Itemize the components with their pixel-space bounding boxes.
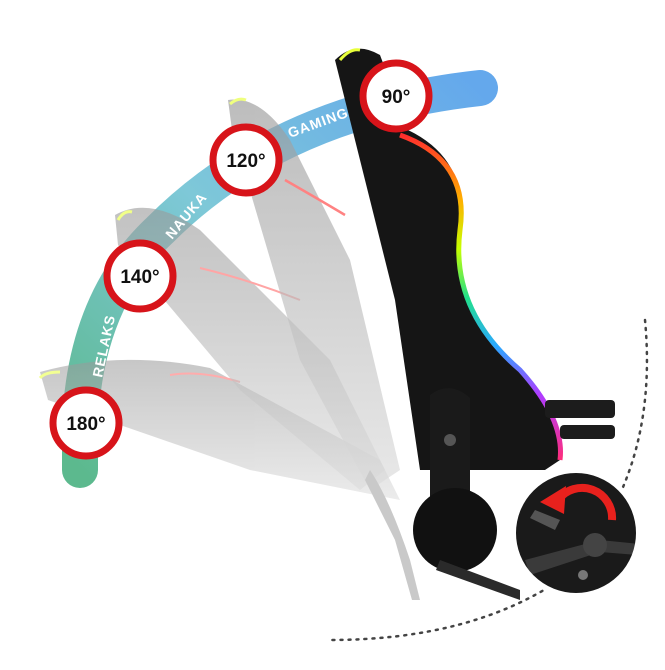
rotate-arrow-head — [540, 486, 566, 514]
chair-mechanism — [365, 388, 520, 600]
angle-badge-140: 140° — [103, 239, 177, 313]
svg-text:120°: 120° — [226, 151, 265, 172]
svg-text:180°: 180° — [66, 414, 105, 435]
svg-text:140°: 140° — [120, 267, 159, 288]
angle-badge-180: 180° — [49, 386, 123, 460]
angle-badge-90: 90° — [359, 59, 433, 133]
angle-badge-120: 120° — [209, 123, 283, 197]
chair-backrest-90 — [335, 48, 615, 471]
ghost-backrest-120 — [228, 97, 400, 490]
svg-text:90°: 90° — [382, 87, 411, 108]
